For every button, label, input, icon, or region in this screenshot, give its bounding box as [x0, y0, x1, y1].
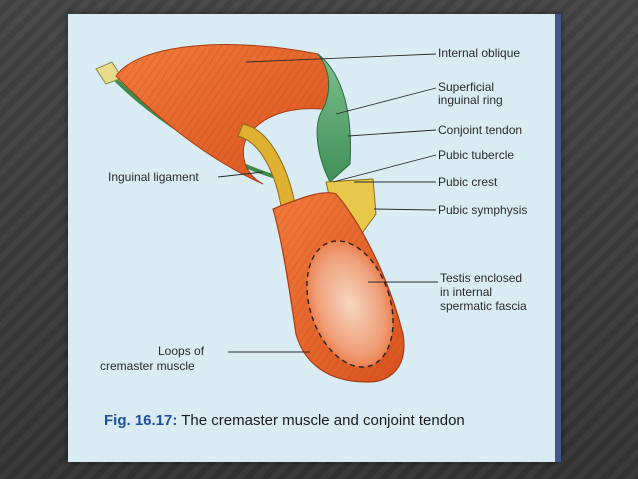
label-internal-oblique: Internal oblique — [438, 46, 521, 60]
figure-title: The cremaster muscle and conjoint tendon — [181, 412, 465, 429]
label-testis-line3: spermatic fascia — [440, 299, 527, 313]
pointer-pubic-tubercle — [332, 154, 437, 183]
slide-edge-accent — [555, 14, 561, 462]
pointer-superficial-ring — [335, 87, 437, 115]
label-superficial-ring-line2: inguinal ring — [438, 93, 503, 107]
figure-caption: Fig. 16.17: The cremaster muscle and con… — [104, 412, 465, 429]
label-testis-line1: Testis enclosed — [440, 271, 523, 285]
label-pubic-symphysis: Pubic symphysis — [438, 203, 528, 217]
anatomy-diagram — [95, 44, 438, 383]
figure-number: Fig. 16.17: — [104, 412, 178, 429]
label-superficial-ring-line1: Superficial — [438, 80, 495, 94]
label-testis-line2: in internal — [440, 285, 493, 299]
label-conjoint-tendon: Conjoint tendon — [438, 123, 523, 137]
pointer-pubic-symphysis — [373, 208, 437, 211]
testis — [306, 240, 394, 368]
label-pubic-tubercle: Pubic tubercle — [438, 148, 515, 162]
label-pubic-crest: Pubic crest — [438, 175, 498, 189]
label-loops-line1: Loops of — [158, 344, 205, 358]
figure-slide: Internal oblique Superficial inguinal ri… — [68, 14, 561, 462]
conjoint-tendon-shape — [316, 53, 351, 183]
pointer-inguinal-ligament — [217, 171, 264, 178]
label-loops-line2: cremaster muscle — [100, 359, 195, 373]
pointer-conjoint-tendon — [347, 129, 437, 137]
pointer-internal-oblique — [245, 53, 437, 63]
label-inguinal-ligament: Inguinal ligament — [108, 170, 199, 184]
